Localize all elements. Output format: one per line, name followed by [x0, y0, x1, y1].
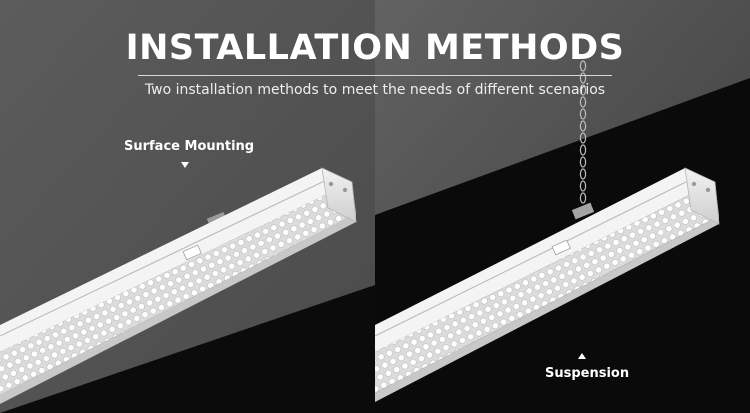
suspension-label: Suspension — [545, 366, 630, 381]
surface-mounting-label: Surface Mounting — [124, 139, 255, 154]
chain — [579, 60, 587, 204]
suspension-illustration — [375, 0, 750, 413]
arrow-up-icon — [578, 353, 586, 359]
page-subtitle: Two installation methods to meet the nee… — [144, 82, 606, 98]
title-divider — [138, 75, 612, 76]
surface-mounting-panel: Surface Mounting — [0, 0, 375, 413]
arrow-down-icon — [181, 162, 189, 168]
surface-mounting-illustration — [0, 0, 375, 413]
page-title: INSTALLATION METHODS — [125, 28, 625, 68]
suspension-panel: Suspension — [375, 0, 750, 413]
